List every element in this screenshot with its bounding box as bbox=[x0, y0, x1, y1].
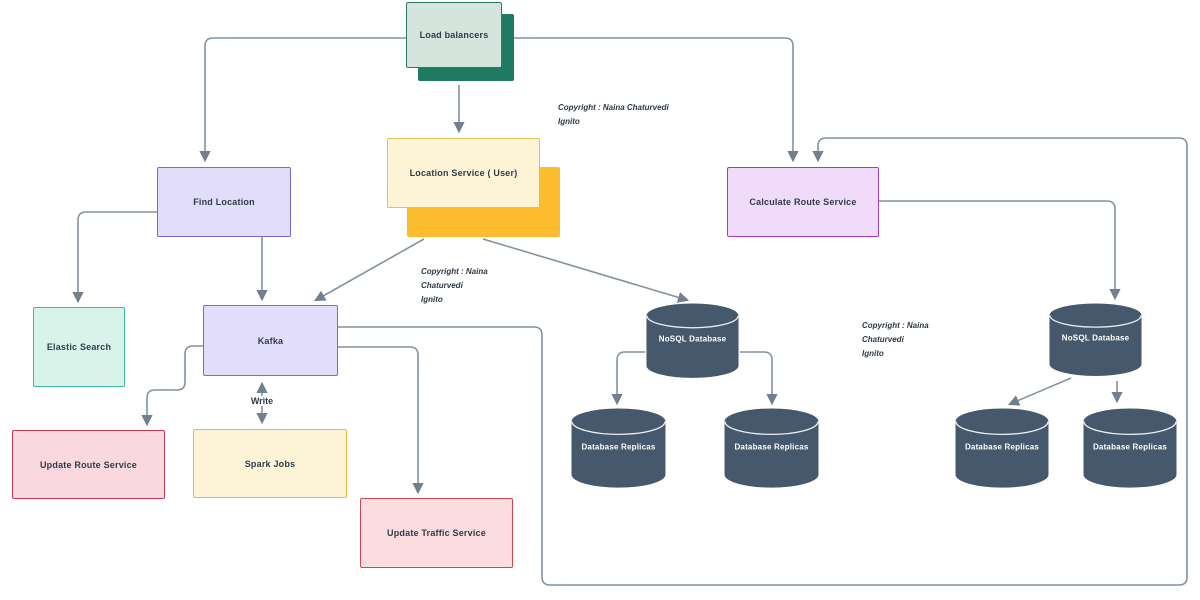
database-cylinder-icon bbox=[955, 408, 1049, 488]
edge-nosql-right-to-replica-1 bbox=[1007, 377, 1072, 406]
node-label: Database Replicas bbox=[581, 442, 656, 452]
node-database-replicas-right-1: Database Replicas bbox=[954, 408, 1050, 492]
node-label: Update Traffic Service bbox=[387, 528, 486, 538]
node-label: Location Service ( User) bbox=[409, 168, 518, 178]
copyright-line: Copyright : Naina Chaturvedi bbox=[558, 103, 669, 112]
edge-find-location-to-elastic-search bbox=[72, 211, 157, 304]
edge-kafka-to-update-traffic-service bbox=[338, 346, 424, 495]
copyright-line: Ignito bbox=[421, 295, 443, 304]
node-label: NoSQL Database bbox=[1061, 333, 1130, 343]
node-label: Database Replicas bbox=[1092, 442, 1168, 452]
node-label: Find Location bbox=[193, 197, 255, 207]
edge-calculate-route-service-to-nosql-right bbox=[879, 200, 1121, 301]
edge-label-write: Write bbox=[247, 396, 277, 406]
node-label: Calculate Route Service bbox=[749, 197, 857, 207]
node-nosql-database-right: NoSQL Database bbox=[1048, 303, 1143, 380]
node-calculate-route-service: Calculate Route Service bbox=[727, 167, 879, 237]
database-cylinder-icon bbox=[571, 408, 666, 488]
copyright-note-right: Copyright : Naina Chaturvedi Ignito bbox=[862, 319, 929, 361]
edge-kafka-loop-to-calculate-route-service bbox=[338, 137, 1188, 586]
node-update-traffic-service: Update Traffic Service bbox=[360, 498, 513, 568]
node-nosql-database-left: NoSQL Database bbox=[645, 303, 740, 382]
edge-location-service-to-kafka bbox=[314, 238, 425, 302]
node-label: Database Replicas bbox=[964, 442, 1040, 452]
node-load-balancers: Load balancers bbox=[406, 2, 502, 68]
copyright-line: Chaturvedi bbox=[421, 281, 463, 290]
copyright-line: Ignito bbox=[558, 117, 580, 126]
node-update-route-service: Update Route Service bbox=[12, 430, 165, 499]
node-elastic-search: Elastic Search bbox=[33, 307, 125, 387]
node-label: Load balancers bbox=[419, 30, 489, 40]
edge-nosql-left-to-replica-2 bbox=[740, 351, 778, 406]
edge-nosql-left-to-replica-1 bbox=[611, 351, 645, 406]
copyright-line: Chaturvedi bbox=[862, 335, 904, 344]
database-cylinder-icon bbox=[1049, 303, 1142, 376]
node-label: NoSQL Database bbox=[658, 334, 727, 344]
edge-load-balancers-to-calculate-route-service bbox=[514, 37, 799, 163]
copyright-note-middle: Copyright : Naina Chaturvedi Ignito bbox=[421, 265, 488, 307]
edge-location-service-to-nosql-left bbox=[482, 238, 690, 303]
edge-load-balancers-to-find-location bbox=[199, 37, 406, 163]
edge-kafka-to-update-route-service bbox=[141, 345, 203, 427]
node-label: Update Route Service bbox=[39, 459, 138, 470]
database-cylinder-icon bbox=[1083, 408, 1177, 488]
node-database-replicas-left-2: Database Replicas bbox=[723, 408, 820, 492]
node-label: Kafka bbox=[257, 335, 284, 346]
copyright-note-top: Copyright : Naina Chaturvedi Ignito bbox=[558, 101, 669, 129]
node-kafka: Kafka bbox=[203, 305, 338, 376]
node-database-replicas-right-2: Database Replicas bbox=[1082, 408, 1178, 492]
node-label: Elastic Search bbox=[46, 342, 112, 352]
database-cylinder-icon bbox=[646, 303, 739, 378]
node-location-service: Location Service ( User) bbox=[387, 138, 540, 208]
node-label: Database Replicas bbox=[734, 442, 809, 452]
node-label: Spark Jobs bbox=[244, 458, 296, 469]
copyright-line: Ignito bbox=[862, 349, 884, 358]
database-cylinder-icon bbox=[724, 408, 819, 488]
node-database-replicas-left-1: Database Replicas bbox=[570, 408, 667, 492]
node-find-location: Find Location bbox=[157, 167, 291, 237]
copyright-line: Copyright : Naina bbox=[862, 321, 929, 330]
node-spark-jobs: Spark Jobs bbox=[193, 429, 347, 498]
copyright-line: Copyright : Naina bbox=[421, 267, 488, 276]
